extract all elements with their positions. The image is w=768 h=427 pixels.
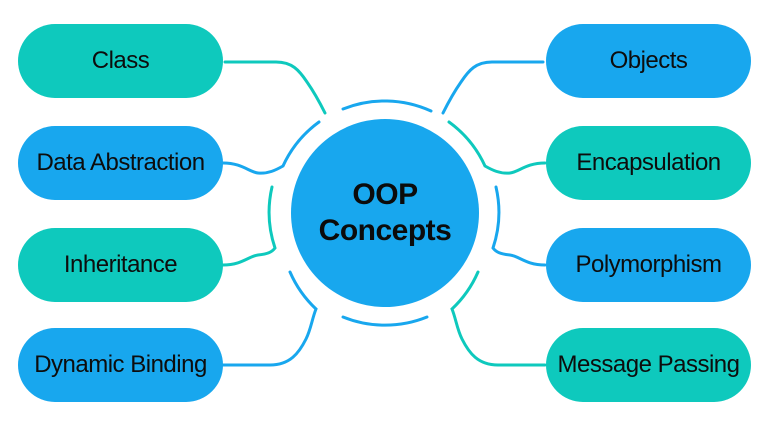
node-inheritance: Inheritance bbox=[18, 228, 223, 302]
node-polymorphism: Polymorphism bbox=[546, 228, 751, 302]
connector-dynamic-binding bbox=[221, 270, 318, 367]
node-dynamic-binding-label: Dynamic Binding bbox=[34, 351, 207, 378]
connector-encapsulation bbox=[447, 120, 547, 175]
node-objects-label: Objects bbox=[609, 47, 688, 74]
node-inheritance-label: Inheritance bbox=[63, 251, 178, 278]
node-data-abstraction: Data Abstraction bbox=[18, 126, 223, 200]
connector-data-abstraction bbox=[221, 120, 321, 175]
node-encapsulation-label: Encapsulation bbox=[576, 149, 721, 176]
connector-objects bbox=[441, 60, 545, 115]
node-objects: Objects bbox=[546, 24, 751, 98]
node-class: Class bbox=[18, 24, 223, 98]
ring-arc-bottom bbox=[341, 315, 429, 327]
node-polymorphism-label: Polymorphism bbox=[575, 251, 722, 278]
center-label-line2: Concepts bbox=[318, 214, 452, 247]
center-label: OOP Concepts bbox=[285, 177, 485, 249]
node-data-abstraction-label: Data Abstraction bbox=[36, 149, 205, 176]
connector-inheritance bbox=[221, 185, 277, 267]
ring-arc-top bbox=[341, 99, 433, 113]
node-class-label: Class bbox=[91, 47, 150, 74]
connector-class bbox=[223, 60, 327, 115]
connector-message-passing bbox=[450, 270, 547, 367]
connector-polymorphism bbox=[491, 185, 547, 267]
node-encapsulation: Encapsulation bbox=[546, 126, 751, 200]
center-circle bbox=[291, 119, 479, 307]
node-message-passing: Message Passing bbox=[546, 328, 751, 402]
node-dynamic-binding: Dynamic Binding bbox=[18, 328, 223, 402]
center-label-line1: OOP bbox=[352, 178, 418, 211]
node-message-passing-label: Message Passing bbox=[557, 351, 740, 378]
